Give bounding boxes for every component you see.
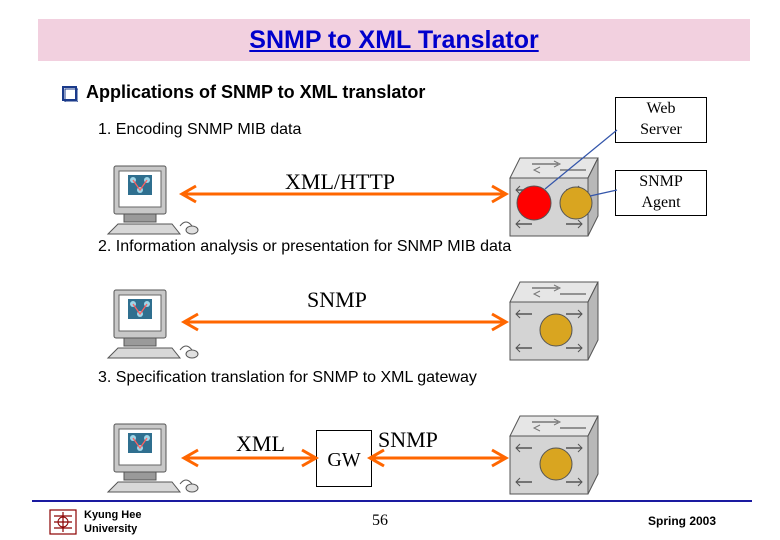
web-server-label-2: Server [640, 121, 682, 138]
snmp-agent-label-2: Agent [641, 194, 681, 211]
footer-university: Kyung Hee University [84, 508, 141, 536]
snmp-agent-label-1: SNMP [639, 173, 683, 190]
snmp-agent-node [539, 447, 573, 481]
title-bar [38, 19, 750, 61]
gateway-label: GW [327, 449, 361, 471]
snmp-gw-label: SNMP [378, 427, 438, 452]
snmp-agent-pointer [589, 189, 618, 197]
snmp-agent-node [539, 313, 573, 347]
web-server-node [516, 185, 552, 221]
section-heading: Applications of SNMP to XML translator [86, 82, 426, 102]
footer-date: Spring 2003 [648, 514, 717, 528]
item-2: 2. Information analysis or presentation … [98, 238, 512, 255]
workstation-icon [107, 165, 199, 235]
xml-http-label: XML/HTTP [285, 169, 395, 194]
web-server-callout: Web Server [615, 97, 707, 143]
item-1: 1. Encoding SNMP MIB data [98, 121, 302, 138]
gateway-box: GW [316, 430, 372, 487]
snmp-agent-callout: SNMP Agent [615, 170, 707, 216]
page-title: SNMP to XML Translator [249, 26, 539, 54]
university-logo-icon [49, 509, 77, 535]
page-number: 56 [372, 512, 388, 529]
snmp-label: SNMP [307, 287, 367, 312]
item-3: 3. Specification translation for SNMP to… [98, 369, 477, 386]
footer-university-line1: Kyung Hee [84, 509, 142, 521]
bullet-icon [62, 86, 78, 102]
web-server-label-1: Web [646, 100, 676, 117]
web-server-pointer [544, 129, 618, 190]
snmp-agent-node [559, 186, 593, 220]
footer-university-line2: University [84, 523, 138, 535]
footer-divider [32, 500, 752, 502]
xml-label: XML [236, 431, 285, 456]
